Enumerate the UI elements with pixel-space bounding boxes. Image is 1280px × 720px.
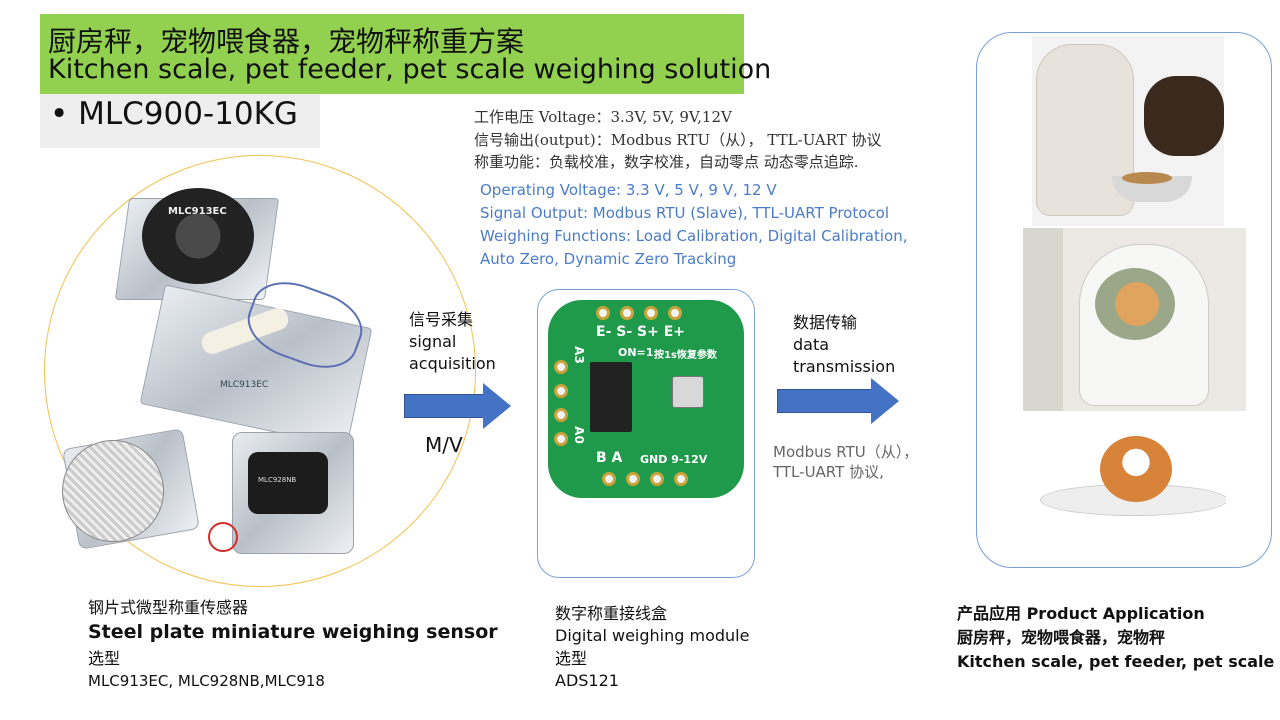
pcb-a3: A3 [571,346,586,364]
spec-en-function-cont: Auto Zero, Dynamic Zero Tracking [480,250,737,268]
app-caption-line3: Kitchen scale, pet feeder, pet scale [957,652,1275,671]
title-en: Kitchen scale, pet feeder, pet scale wei… [48,54,772,85]
sensor-caption-cn: 钢片式微型称重传感器 [88,598,249,617]
model-box: • MLC900-10KG [40,94,320,148]
signal-acq-en2: acquisition [409,354,496,373]
sensor-circle [44,155,476,587]
pcb-bottom-ba: B A [596,450,623,466]
spec-cn-voltage: 工作电压 Voltage：3.3V, 5V, 9V,12V [474,108,732,126]
protocol-line1: Modbus RTU（从）， [773,443,919,461]
module-frame [537,289,755,578]
litter-box-photo [1023,228,1246,411]
arrow-right-icon [404,383,514,429]
pcb-on-label: ON=1 [618,346,654,359]
sensor-plate-label: MLC913EC [220,380,269,390]
title-cn: 厨房秤，宠物喂食器，宠物秤称重方案 [48,25,525,58]
signal-unit: M/V [425,433,463,457]
data-tx-en1: data [793,335,830,354]
sensor-grid-cap [62,440,164,542]
app-caption-line2: 厨房秤，宠物喂食器，宠物秤 [957,628,1166,647]
data-tx-en2: transmission [793,357,896,376]
module-caption-en: Digital weighing module [555,626,750,645]
model-name: • MLC900-10KG [50,96,298,132]
spec-en-function: Weighing Functions: Load Calibration, Di… [480,227,908,245]
apps-frame [976,32,1272,568]
sensor-caption-models: MLC913EC, MLC928NB,MLC918 [88,672,325,690]
title-banner: 厨房秤，宠物喂食器，宠物秤称重方案 Kitchen scale, pet fee… [40,14,771,94]
app-caption-line1: 产品应用 Product Application [957,604,1205,623]
signal-acq-cn: 信号采集 [409,310,474,329]
sensor-black-label: MLC928NB [258,476,297,484]
reset-button [672,376,704,408]
dip-switch [590,362,632,432]
load-cell-photo: MLC913EC MLC913EC MLC928NB [60,170,460,580]
protocol-line2: TTL-UART 协议, [773,463,884,481]
module-caption-select: 选型 [555,649,588,668]
data-tx-cn: 数据传输 [793,313,858,332]
brand-logo-icon [208,522,238,552]
pcb-power: GND 9-12V [640,453,708,466]
spec-cn-output: 信号输出(output)：Modbus RTU（从）， TTL-UART 协议 [474,131,882,149]
pet-scale-photo [1040,428,1226,544]
spec-cn-function: 称重功能：负载校准，数字校准，自动零点 动态零点追踪. [474,153,859,171]
sensor-black-body [248,452,328,514]
spec-en-output: Signal Output: Modbus RTU (Slave), TTL-U… [480,204,890,222]
module-caption-model: ADS121 [555,671,619,690]
pcb-a0: A0 [571,426,586,444]
arrow-right-icon [777,378,901,424]
pet-feeder-photo [1032,36,1224,226]
sensor-cap-label: MLC913EC [168,206,227,217]
pcb-top-pins: E- S- S+ E+ [596,324,685,340]
sensor-cap-top [142,188,254,284]
pcb-reset-label: 按1s恢复参数 [654,350,717,361]
pcb-module-photo: E- S- S+ E+ A3 A0 ON=1 按1s恢复参数 B A GND 9… [548,300,744,498]
sensor-caption-en: Steel plate miniature weighing sensor [88,621,498,643]
signal-acq-en1: signal [409,332,457,351]
module-caption-cn: 数字称重接线盒 [555,604,668,623]
sensor-caption-select: 选型 [88,649,121,668]
spec-en-voltage: Operating Voltage: 3.3 V, 5 V, 9 V, 12 V [480,181,777,199]
